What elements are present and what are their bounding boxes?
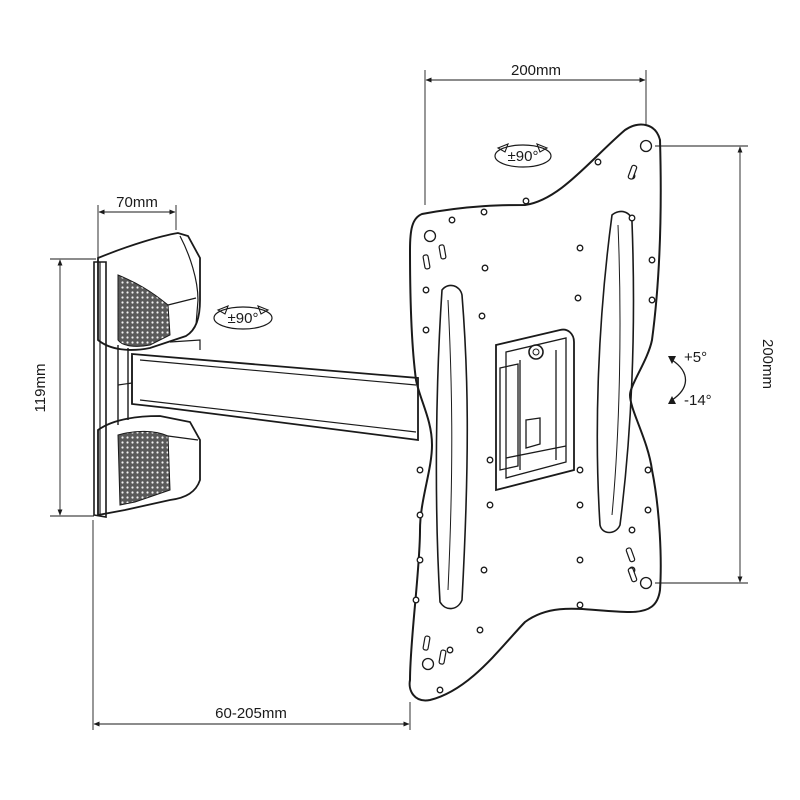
wall-bracket	[93, 232, 201, 518]
vesa-plate	[408, 123, 662, 702]
upper-grille	[117, 274, 171, 347]
plate-height-label: 200mm	[759, 339, 776, 389]
tilt-indicator	[668, 356, 687, 404]
plate-outline	[408, 123, 662, 702]
swing-arm	[131, 339, 419, 442]
tilt-down-label: -14°	[684, 392, 712, 409]
center-bracket	[495, 328, 575, 492]
mounting-slots	[422, 164, 638, 665]
dimension-lines	[50, 70, 748, 730]
bracket-knob	[528, 344, 544, 360]
mounting-holes	[412, 139, 656, 694]
plate-width-label: 200mm	[511, 62, 561, 79]
lower-grille	[117, 430, 171, 506]
upper-pivot-housing	[97, 232, 201, 351]
right-slot	[596, 210, 635, 534]
arm-swivel-label: ±90°	[228, 310, 259, 327]
wall-mount-width-label: 70mm	[116, 194, 158, 211]
arm-reach-label: 60-205mm	[215, 705, 287, 722]
wall-mount-height-label: 119mm	[32, 364, 49, 413]
tilt-up-label: +5°	[684, 349, 707, 366]
plate-rotation-indicator	[494, 143, 552, 168]
left-slot	[435, 284, 469, 610]
plate-swivel-label: ±90°	[508, 148, 539, 165]
arm-rotation-indicator	[213, 305, 273, 330]
